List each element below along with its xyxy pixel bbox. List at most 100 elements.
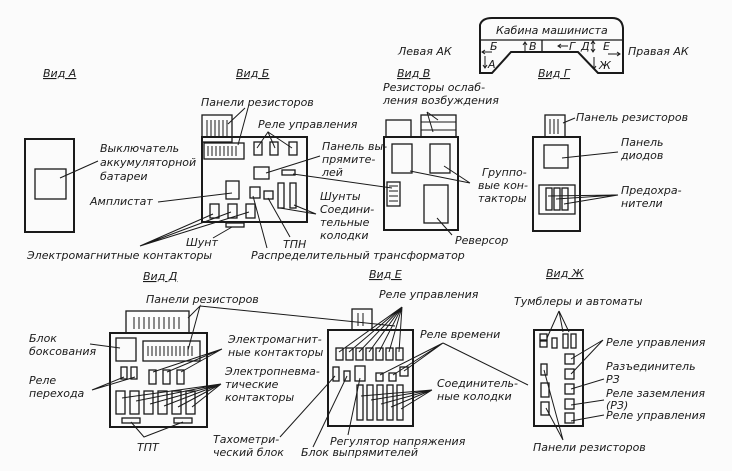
ep-contactor [157, 390, 168, 415]
field-resistors-label-1: Резисторы ослаб- [383, 81, 485, 94]
arrow-label-a: А [487, 58, 496, 71]
g-resistor-panel-label: Панель резисторов [576, 111, 688, 124]
leader-line [379, 342, 529, 386]
resistor-panel [125, 310, 190, 334]
relay [375, 347, 384, 361]
rectifier-panel-box [253, 166, 270, 180]
group-contactors-label-3: такторы [478, 192, 527, 205]
tacho-block [332, 366, 340, 382]
resistor-panel [201, 114, 233, 143]
d-em-contactors-label-2: ные контакторы [228, 346, 324, 359]
resistor-panel [351, 308, 373, 331]
connector-block [356, 384, 364, 421]
battery-switch-box [34, 168, 67, 200]
ground-relay-label-1: Реле заземления [606, 387, 705, 400]
connectors-label-2: тельные [320, 216, 370, 229]
tpt-block [121, 417, 141, 424]
e-control-relays-label: Реле управления [379, 288, 479, 301]
d-resistor-panels-label: Панели резисторов [146, 293, 259, 306]
fuse-block [538, 184, 576, 215]
diode-panel-label-2: диодов [620, 149, 663, 162]
resistor-panel [142, 340, 201, 362]
connectors-label-1: Соедини- [320, 203, 374, 216]
view-e-cabinet [327, 329, 414, 427]
view-b-title: Вид Б [236, 67, 269, 80]
leader-line [562, 117, 576, 124]
time-relays-label: Реле времени [420, 328, 500, 341]
zh-control-relays-label-1: Реле управления [606, 336, 706, 349]
time-relay [399, 366, 409, 377]
em-contactor [162, 369, 171, 385]
d-em-contactors-label-1: Электромагнит- [227, 333, 322, 346]
view-a-cabinet [24, 138, 75, 233]
shunt-box [225, 222, 245, 228]
leader-line [279, 204, 317, 215]
tacho-block-label-2: ческий блок [213, 446, 284, 459]
fuse [545, 187, 553, 211]
relay [564, 368, 575, 380]
connectors-label-3: колодки [320, 229, 369, 242]
connector-block [366, 384, 374, 421]
boxing-block [115, 337, 137, 362]
ep-contactor [129, 390, 140, 415]
ep-contactor [115, 390, 126, 415]
cab-right-label: Правая АК [628, 45, 690, 58]
leader-line [89, 343, 121, 349]
ep-contactors-label-2: тические [225, 378, 279, 391]
view-zh-title: Вид Ж [546, 267, 585, 280]
shunt-label: Шунт [186, 236, 218, 249]
resistor-hatching [357, 313, 364, 326]
shunts-block [386, 181, 401, 207]
ground-relay-label-2: (РЗ) [606, 399, 628, 412]
ep-contactor [143, 390, 154, 415]
arrow-zh-icon [591, 57, 597, 70]
relay [288, 141, 298, 156]
group-contactor [429, 143, 451, 174]
tpt-label: ТПТ [137, 441, 160, 454]
leader-line [252, 195, 268, 249]
breaker [551, 337, 558, 349]
control-relays-label: Реле управления [258, 118, 358, 131]
em-contactor [176, 369, 185, 385]
component-box [249, 186, 261, 199]
connector-block [376, 384, 384, 421]
cab-left-label: Левая АК [397, 45, 453, 58]
cab-title: Кабина машиниста [496, 24, 608, 37]
time-relay [388, 372, 397, 382]
leader-line [121, 383, 222, 408]
resistor-panels-label: Панели резисторов [201, 96, 314, 109]
disconnector [564, 383, 575, 395]
amplistat-label: Амплистат [89, 195, 153, 208]
arrow-g-icon [557, 43, 568, 49]
diode-panel [543, 144, 569, 169]
boxing-block-label-2: боксования [29, 345, 97, 358]
zh-control-relays-label-2: Реле управления [606, 409, 706, 422]
arrow-b-icon [481, 49, 492, 55]
shunts-label: Шунты [320, 190, 361, 203]
leader-line [338, 306, 403, 353]
battery-switch-label-3: батареи [100, 170, 148, 183]
arrow-label-v: В [529, 40, 537, 53]
leader-line [570, 399, 605, 406]
disconnector-label-2: РЗ [606, 373, 620, 386]
leader-line [436, 217, 453, 236]
rectifier-panel-label-2: прямите- [322, 153, 375, 166]
shunt-hatching [389, 185, 398, 202]
resistor-hatching [147, 346, 193, 356]
voltage-regulator [354, 365, 366, 382]
rectifier-panel-label-3: лей [321, 166, 343, 179]
group-contactor [391, 143, 413, 174]
view-d-title: Вид Д [143, 270, 178, 283]
view-e-title: Вид Е [369, 268, 402, 281]
relay [355, 347, 364, 361]
e-connectors-label-1: Соединитель- [437, 377, 518, 390]
em-contactor [245, 203, 256, 219]
view-a: Вид А Выключатель аккумуляторной батареи [24, 67, 196, 233]
view-b: Вид Б Панели резисторов Реле управления … [26, 67, 465, 262]
tpn-label: ТПН [283, 238, 306, 251]
em-contactor [227, 203, 238, 219]
boxing-block-label-1: Блок [29, 332, 57, 345]
leader-line [570, 339, 604, 375]
arrow-label-d: Д [580, 40, 590, 53]
